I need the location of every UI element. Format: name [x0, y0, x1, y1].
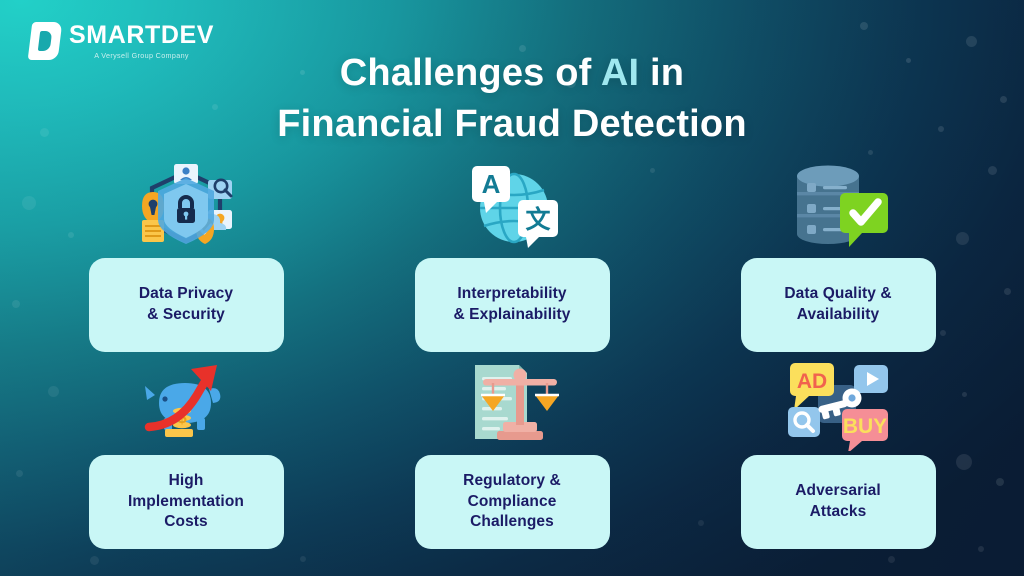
challenge-card-label: High Implementation Costs [128, 472, 244, 531]
brand-logo-text: SMARTDEV A Verysell Group Company [69, 20, 215, 60]
svg-text:AD: AD [797, 370, 827, 393]
brand-logo: SMARTDEV A Verysell Group Company [27, 20, 215, 60]
challenge-card[interactable]: Data Privacy & Security [88, 258, 284, 352]
ad-buy-key-attack-icon: AD BUY [704, 355, 972, 455]
challenge-card-label: Data Privacy & Security [138, 285, 234, 323]
challenge-card[interactable]: Regulatory & Compliance Challenges [414, 455, 610, 549]
database-check-icon [704, 158, 972, 258]
challenges-grid: Data Privacy & Security A [52, 158, 972, 552]
challenge-card[interactable]: Adversarial Attacks [740, 455, 936, 549]
shield-lock-network-icon [52, 158, 320, 258]
svg-text:文: 文 [525, 205, 551, 234]
svg-text:BUY: BUY [843, 415, 887, 438]
document-scales-justice-icon [378, 355, 646, 455]
brand-tagline: A Verysell Group Company [94, 50, 189, 60]
challenge-card[interactable]: Interpretability & Explainability [414, 258, 610, 352]
challenge-card[interactable]: Data Quality & Availability [740, 258, 936, 352]
svg-text:A: A [482, 169, 501, 199]
title-line-1-before: Challenges of [339, 52, 601, 94]
title-line-1-after: in [639, 52, 685, 94]
challenge-card-label: Interpretability & Explainability [453, 285, 571, 323]
page-title: Challenges of AI in Financial Fraud Dete… [0, 48, 1024, 149]
challenge-card-label: Data Quality & Availability [784, 285, 892, 323]
challenge-item-high-implementation-costs: $ High Implementation Costs [52, 355, 320, 552]
brand-name: SMARTDEV [69, 20, 215, 49]
challenge-item-regulatory-compliance: Regulatory & Compliance Challenges [378, 355, 646, 552]
challenge-card-label: Regulatory & Compliance Challenges [463, 472, 561, 531]
title-line-2: Financial Fraud Detection [277, 102, 747, 145]
globe-translate-icon: A 文 [378, 158, 646, 258]
challenge-item-data-privacy-security: Data Privacy & Security [52, 158, 320, 355]
piggy-bank-rising-arrow-icon: $ [52, 355, 320, 455]
challenge-card[interactable]: High Implementation Costs [88, 455, 284, 549]
title-accent-ai: AI [600, 52, 640, 94]
challenge-item-interpretability-explainability: A 文 Interpretability & Explainability [378, 158, 646, 355]
challenge-item-adversarial-attacks: AD BUY [704, 355, 972, 552]
challenge-item-data-quality-availability: Data Quality & Availability [704, 158, 972, 355]
challenge-card-label: Adversarial Attacks [795, 482, 881, 520]
